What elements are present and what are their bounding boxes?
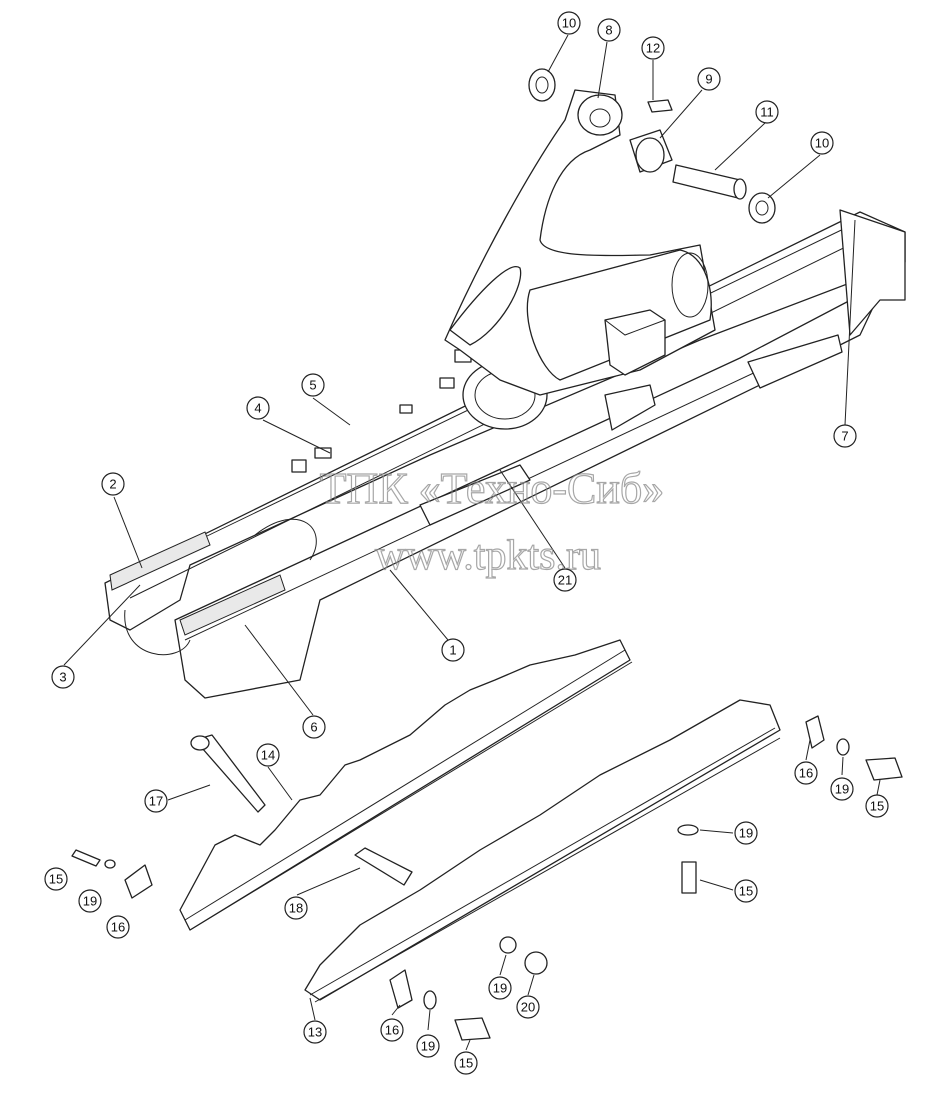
callout-19-bottom-a: 19 [416, 1034, 440, 1058]
svg-text:19: 19 [493, 981, 507, 996]
svg-text:8: 8 [605, 23, 612, 38]
callout-8: 8 [597, 18, 621, 42]
grease-fitting-12 [647, 99, 673, 113]
svg-text:19: 19 [835, 782, 849, 797]
svg-text:16: 16 [111, 920, 125, 935]
pin-11 [672, 164, 741, 199]
bracket-16-left [124, 864, 153, 899]
bolt-15-bottom [454, 1017, 491, 1041]
svg-text:12: 12 [646, 41, 660, 56]
svg-text:15: 15 [49, 872, 63, 887]
callout-3: 3 [51, 665, 75, 689]
equalizer-yoke [444, 89, 716, 396]
callout-14: 14 [256, 743, 280, 767]
svg-text:14: 14 [261, 748, 275, 763]
callout-19-right: 19 [830, 777, 854, 801]
callout-21: 21 [553, 568, 577, 592]
svg-text:19: 19 [83, 894, 97, 909]
svg-text:16: 16 [799, 766, 813, 781]
callout-18: 18 [284, 896, 308, 920]
svg-text:15: 15 [459, 1056, 473, 1071]
washer-10-right [748, 192, 776, 224]
svg-text:20: 20 [521, 1000, 535, 1015]
callout-15-right: 15 [865, 794, 889, 818]
pin-18 [354, 847, 413, 886]
svg-text:13: 13 [308, 1025, 322, 1040]
svg-text:1: 1 [449, 643, 456, 658]
bracket-16-bottom [389, 969, 413, 1009]
callouts: 1 2 3 4 5 6 7 8 9 10 10 11 12 13 14 15 1… [44, 11, 889, 1075]
svg-text:9: 9 [705, 72, 712, 87]
svg-text:2: 2 [109, 477, 116, 492]
callout-20: 20 [516, 995, 540, 1019]
watermark: ТПК «Техно-Сиб» www.tpkts.ru [319, 463, 665, 579]
callout-15-left: 15 [44, 867, 68, 891]
bolt-15-mid [681, 861, 697, 894]
callout-5: 5 [301, 373, 325, 397]
svg-text:19: 19 [421, 1039, 435, 1054]
callout-4: 4 [246, 396, 270, 420]
washer-10-left [528, 68, 556, 102]
callout-10-right: 10 [810, 131, 834, 155]
callout-16-bottom: 16 [380, 1018, 404, 1042]
callout-7: 7 [833, 424, 857, 448]
svg-text:15: 15 [870, 799, 884, 814]
bolt-17 [194, 734, 266, 813]
callout-16-left: 16 [106, 915, 130, 939]
svg-text:17: 17 [149, 794, 163, 809]
svg-text:15: 15 [739, 884, 753, 899]
lower-track-guard [304, 699, 781, 1003]
pin-parts [528, 68, 776, 224]
bracket-16-right [805, 715, 825, 749]
callout-16-right: 16 [794, 761, 818, 785]
svg-text:11: 11 [760, 105, 774, 120]
svg-text:7: 7 [841, 429, 848, 444]
spacer-20 [524, 951, 548, 975]
svg-text:10: 10 [815, 136, 829, 151]
svg-text:6: 6 [310, 720, 317, 735]
svg-text:16: 16 [385, 1023, 399, 1038]
callout-19-left: 19 [78, 889, 102, 913]
callout-6: 6 [302, 715, 326, 739]
callout-13: 13 [303, 1020, 327, 1044]
callout-19-mid: 19 [734, 821, 758, 845]
svg-text:5: 5 [309, 378, 316, 393]
svg-text:21: 21 [558, 573, 572, 588]
callout-2: 2 [101, 472, 125, 496]
fasteners [71, 715, 903, 1041]
callout-17: 17 [144, 789, 168, 813]
callout-9: 9 [697, 67, 721, 91]
svg-text:4: 4 [254, 401, 261, 416]
callout-12: 12 [641, 36, 665, 60]
svg-text:19: 19 [739, 826, 753, 841]
bolt-15-left [71, 849, 101, 867]
svg-text:3: 3 [59, 670, 66, 685]
upper-track-guard [179, 639, 633, 931]
callout-1: 1 [441, 638, 465, 662]
svg-text:18: 18 [289, 901, 303, 916]
callout-19-bottom-b: 19 [488, 976, 512, 1000]
bolt-15-right [865, 757, 903, 781]
callout-10-left: 10 [557, 11, 581, 35]
callout-15-mid: 15 [734, 879, 758, 903]
watermark-company: ТПК «Техно-Сиб» [320, 464, 665, 513]
svg-text:10: 10 [562, 16, 576, 31]
leader-lines [63, 34, 881, 1051]
callout-15-bottom: 15 [454, 1051, 478, 1075]
callout-11: 11 [755, 100, 779, 124]
